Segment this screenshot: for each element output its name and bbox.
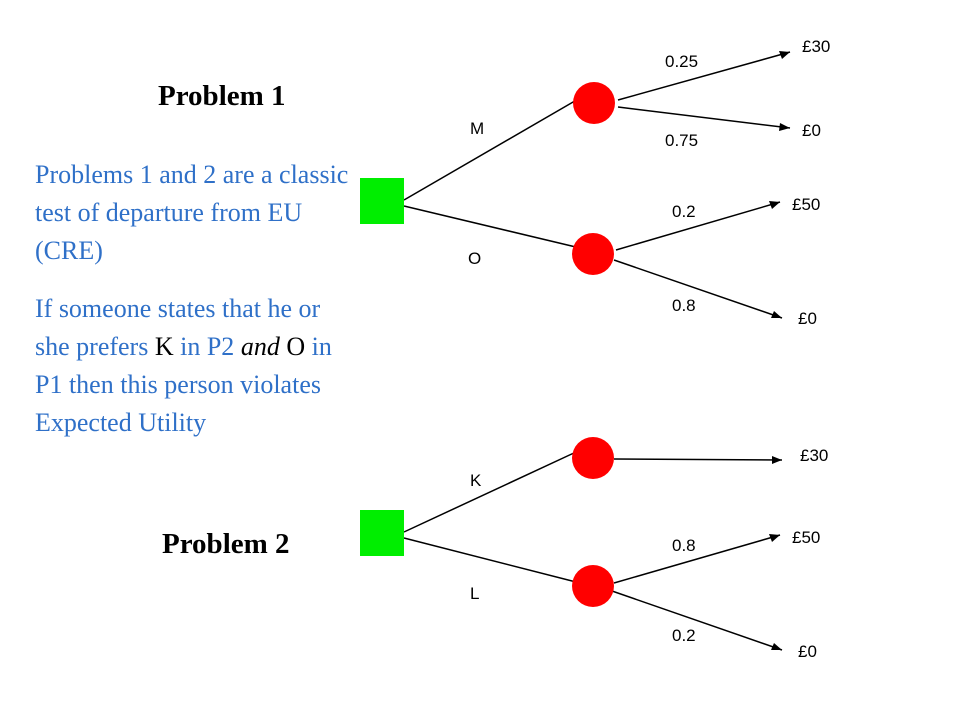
note-violation: If someone states that he or she prefers… xyxy=(35,290,360,442)
probability-label: 0.2 xyxy=(672,626,696,645)
arrowhead xyxy=(771,643,782,650)
branch-o-win xyxy=(615,201,781,251)
chance-node-o xyxy=(572,233,614,275)
decision-node xyxy=(360,178,404,224)
problem-1-title: Problem 1 xyxy=(158,80,286,112)
branch-m xyxy=(403,97,581,201)
note-text: in P1 then this person violates Expected… xyxy=(35,332,332,437)
probability-label: 0.8 xyxy=(672,296,696,315)
branch-o xyxy=(403,205,581,249)
arrowhead xyxy=(779,123,790,131)
note-cre: Problems 1 and 2 are a classic test of d… xyxy=(35,160,349,265)
payoff-label: £0 xyxy=(798,642,817,661)
decision-node xyxy=(360,510,404,556)
payoff-label: £30 xyxy=(802,37,831,56)
probability-label: 0.8 xyxy=(672,536,696,555)
payoff-label: £0 xyxy=(798,309,817,328)
branch-o-lose xyxy=(613,259,783,319)
branch-l-win xyxy=(613,534,781,584)
arrowhead xyxy=(769,534,780,542)
note-text: If someone states that he or she prefers xyxy=(35,294,321,361)
payoff-label: £50 xyxy=(792,528,821,547)
branch-l-lose xyxy=(611,590,783,651)
option-label-k: K xyxy=(470,471,482,490)
chance-node-l xyxy=(572,565,614,607)
arrowhead xyxy=(772,456,782,464)
note-emph-o: O xyxy=(286,332,306,361)
probability-label: 0.25 xyxy=(665,52,699,71)
chance-node-m xyxy=(573,82,615,124)
branch-m-lose xyxy=(617,106,791,129)
problem-2-title: Problem 2 xyxy=(162,528,290,560)
arrowhead xyxy=(771,311,782,318)
branch-k xyxy=(403,451,577,533)
problem-2-tree xyxy=(360,437,783,651)
note-emph-k: K xyxy=(154,332,174,361)
payoff-label: £0 xyxy=(802,121,821,140)
payoff-label: £50 xyxy=(792,195,821,214)
probability-label: 0.2 xyxy=(672,202,696,221)
branch-l xyxy=(403,537,577,583)
option-label-m: M xyxy=(470,119,485,138)
branch-m-win xyxy=(617,51,791,101)
problem-1-tree xyxy=(360,51,791,319)
arrowhead xyxy=(779,51,790,59)
payoff-label: £30 xyxy=(800,446,829,465)
branch-k-certain xyxy=(613,458,783,461)
arrowhead xyxy=(769,201,780,209)
note-emph-and: and xyxy=(240,332,280,361)
note-text: in P2 xyxy=(173,332,241,361)
chance-node-k xyxy=(572,437,614,479)
probability-label: 0.75 xyxy=(665,131,699,150)
option-label-o: O xyxy=(468,249,482,268)
option-label-l: L xyxy=(470,584,480,603)
